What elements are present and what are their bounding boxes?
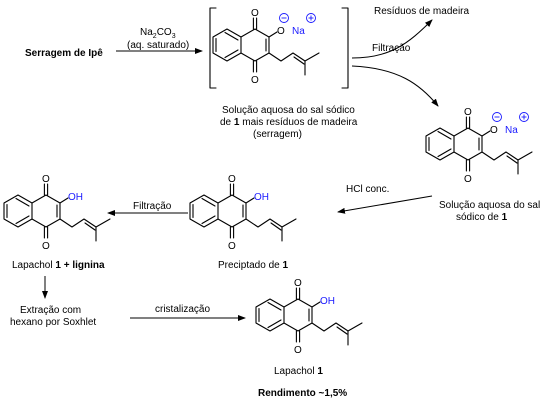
arrow-acidification <box>337 195 433 214</box>
lapachol-lignin-label: Lapachol 1 + lignina <box>12 260 105 271</box>
precipitate-label: Preciptado de 1 <box>218 260 289 271</box>
carbonyl-oxygen: O <box>251 8 259 19</box>
arrow-to-salt <box>351 65 439 107</box>
sodium-atom: Na <box>292 26 305 37</box>
positive-charge-icon <box>519 112 529 122</box>
positive-charge-icon <box>306 13 316 23</box>
hydroxyl-group: OH <box>254 192 269 203</box>
lapachol-structure: O O OH <box>255 278 363 356</box>
start-material-label: Serragem de Ipê <box>25 48 103 59</box>
precipitate-structure: O O OH <box>189 174 297 252</box>
carbonyl-oxygen: O <box>228 174 236 185</box>
hcl-label: HCl conc. <box>346 184 389 195</box>
carbonyl-oxygen: O <box>294 345 302 356</box>
left-bracket <box>209 7 217 89</box>
carbonyl-oxygen: O <box>464 174 472 185</box>
reagent-condition-label: (aq. saturado) <box>127 40 189 51</box>
extraction-label-line-1: Extração com <box>20 305 81 316</box>
arrow-to-waste <box>351 19 433 59</box>
reagent-label: Na2CO3 <box>140 27 176 40</box>
bracket-caption-line-2: de 1 mais resíduos de madeira <box>220 117 358 128</box>
sodium-salt-structure-1: O O O Na <box>212 8 320 86</box>
salt-caption-line-2: sódico de 1 <box>456 212 508 223</box>
carbonyl-oxygen: O <box>251 75 259 86</box>
phenoxide-oxygen: O <box>490 125 498 136</box>
lapachol-label: Lapachol 1 <box>274 366 323 377</box>
waste-label: Resíduos de madeira <box>374 6 469 17</box>
carbonyl-oxygen: O <box>294 278 302 289</box>
carbonyl-oxygen: O <box>42 241 50 252</box>
extraction-label-line-2: hexano por Soxhlet <box>10 317 96 328</box>
bracket-caption-line-1: Solução aquosa do sal sódico <box>222 105 355 116</box>
carbonyl-oxygen: O <box>228 241 236 252</box>
yield-label: Rendimento ~1,5% <box>258 388 347 399</box>
filtration-label-2: Filtração <box>133 201 172 212</box>
right-bracket <box>341 7 349 89</box>
bracket-caption-line-3: (serragem) <box>253 129 302 140</box>
lapachol-lignin-structure: O O OH <box>3 174 111 252</box>
filtration-label-1: Filtração <box>372 43 411 54</box>
hydroxyl-group: OH <box>68 192 83 203</box>
sodium-atom: Na <box>505 125 518 136</box>
negative-charge-icon <box>279 13 289 23</box>
phenoxide-oxygen: O <box>277 26 285 37</box>
carbonyl-oxygen: O <box>42 174 50 185</box>
crystallization-label: cristalização <box>155 304 210 315</box>
salt-caption-line-1: Solução aquosa do sal <box>439 200 540 211</box>
carbonyl-oxygen: O <box>464 107 472 118</box>
negative-charge-icon <box>492 112 502 122</box>
hydroxyl-group: OH <box>320 296 335 307</box>
sodium-salt-structure-2: O O O Na <box>425 107 533 185</box>
